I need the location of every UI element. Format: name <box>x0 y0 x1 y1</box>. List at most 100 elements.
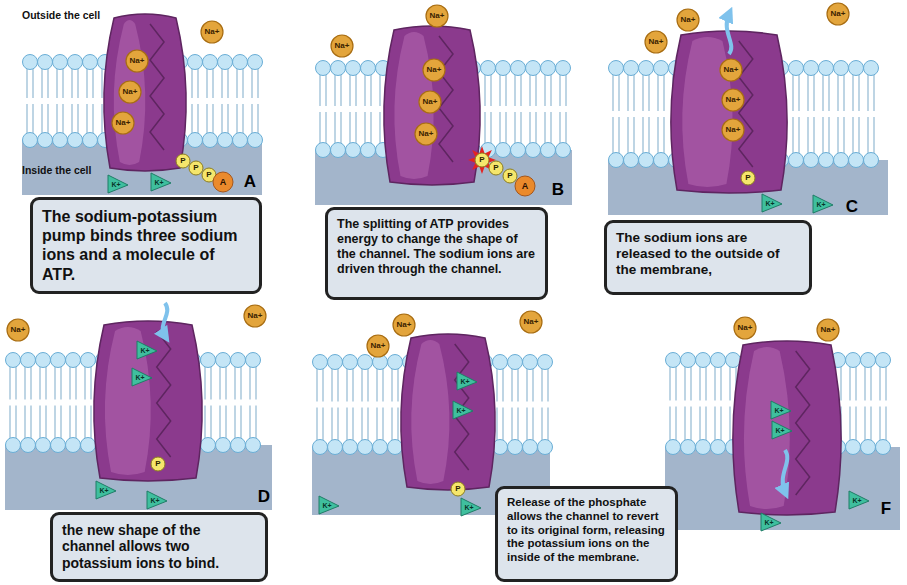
sodium-ion <box>827 3 849 25</box>
lipid-head <box>526 143 541 158</box>
potassium-ion <box>151 173 171 191</box>
sodium-ion <box>722 89 744 111</box>
lipid-head <box>388 440 403 455</box>
ion-label: K+ <box>322 502 331 509</box>
pump-highlight <box>105 327 151 475</box>
lipid-head <box>523 355 538 370</box>
ion-label: K+ <box>111 181 120 188</box>
potassium-ion <box>771 401 791 419</box>
movement-arrow <box>727 14 732 54</box>
caption-text: the new shape of the channel allows two … <box>62 522 256 572</box>
sodium-ion <box>7 319 29 341</box>
phosphate <box>489 161 503 175</box>
lipid-head <box>373 440 388 455</box>
ion-label: K+ <box>464 504 473 511</box>
lipid-head <box>789 61 804 76</box>
phosphate-label: P <box>155 460 160 468</box>
lipid-head <box>343 355 358 370</box>
lipid-head <box>523 440 538 455</box>
lipid-head <box>639 153 654 168</box>
lipid-head <box>804 153 819 168</box>
lipid-head <box>346 61 361 76</box>
caption-box: Release of the phosphate allows the chan… <box>495 486 678 582</box>
lipid-head <box>624 61 639 76</box>
sodium-ion <box>426 5 448 27</box>
lipid-head <box>496 61 511 76</box>
phosphate-label: P <box>455 485 460 493</box>
lipid-head <box>313 440 328 455</box>
sodium-ion <box>419 91 441 113</box>
ion-label: Na+ <box>524 318 539 326</box>
lipid-head <box>248 55 263 70</box>
phosphate-label: P <box>193 164 198 172</box>
panel-letter: B <box>552 181 564 198</box>
lipid-head <box>216 353 231 368</box>
lipid-head <box>248 133 263 148</box>
lipid-head <box>538 355 553 370</box>
lipid-head <box>231 353 246 368</box>
pump-highlight <box>682 37 732 187</box>
lipid-head <box>83 133 98 148</box>
caption-box: The splitting of ATP provides energy to … <box>325 207 548 300</box>
lipid-head <box>188 55 203 70</box>
lipid-head <box>6 353 21 368</box>
sodium-ion <box>720 59 742 81</box>
lipid-head <box>233 55 248 70</box>
pump-channel-line <box>455 344 469 470</box>
panel <box>608 31 888 215</box>
lipid-head <box>834 153 849 168</box>
sodium-ion <box>817 319 839 341</box>
phosphate <box>475 153 489 167</box>
panel-letter: F <box>881 500 891 517</box>
lipid-head <box>508 440 523 455</box>
ion-label: Na+ <box>821 326 836 334</box>
lipid-head <box>233 133 248 148</box>
lipid-head <box>624 153 639 168</box>
lipid-head <box>68 133 83 148</box>
ion-label: Na+ <box>831 10 846 18</box>
potassium-ion <box>453 401 473 419</box>
adenosine <box>213 172 233 192</box>
lipid-head <box>316 61 331 76</box>
phosphate <box>451 482 465 496</box>
lipid-head <box>541 61 556 76</box>
potassium-ion <box>762 194 782 212</box>
potassium-ion <box>772 421 792 439</box>
potassium-ion <box>319 496 339 514</box>
ion-label: Na+ <box>371 342 386 350</box>
lipid-head <box>834 61 849 76</box>
lipid-head <box>511 143 526 158</box>
lipid-head <box>51 438 66 453</box>
ion-label: K+ <box>99 487 108 494</box>
lipid-head <box>681 440 696 455</box>
caption-text: Release of the phosphate allows the chan… <box>507 496 666 565</box>
lipid-head <box>526 61 541 76</box>
sodium-ion <box>367 335 389 357</box>
lipid-head <box>864 153 879 168</box>
phosphate <box>151 457 165 471</box>
lipid-head <box>21 438 36 453</box>
lipid-head <box>696 440 711 455</box>
caption-text: The sodium ions are released to the outs… <box>616 230 800 279</box>
lipid-head <box>328 440 343 455</box>
lipid-head <box>654 61 669 76</box>
sodium-ion <box>112 112 134 134</box>
sodium-ion <box>677 9 699 31</box>
lipid-head <box>23 55 38 70</box>
ion-label: K+ <box>456 407 465 414</box>
lipid-head <box>188 133 203 148</box>
panel-letter: D <box>258 488 270 505</box>
lipid-head <box>68 55 83 70</box>
lipid-head <box>66 438 81 453</box>
pump-highlight <box>114 20 146 165</box>
ion-label: K+ <box>816 201 825 208</box>
lipid-head <box>846 440 861 455</box>
lipid-head <box>639 61 654 76</box>
potassium-ion <box>457 372 477 390</box>
ion-label: K+ <box>150 497 159 504</box>
lipid-head <box>346 143 361 158</box>
ion-label: K+ <box>775 427 784 434</box>
phosphate <box>189 161 203 175</box>
lipid-head <box>81 353 96 368</box>
ion-label: Na+ <box>397 321 412 329</box>
